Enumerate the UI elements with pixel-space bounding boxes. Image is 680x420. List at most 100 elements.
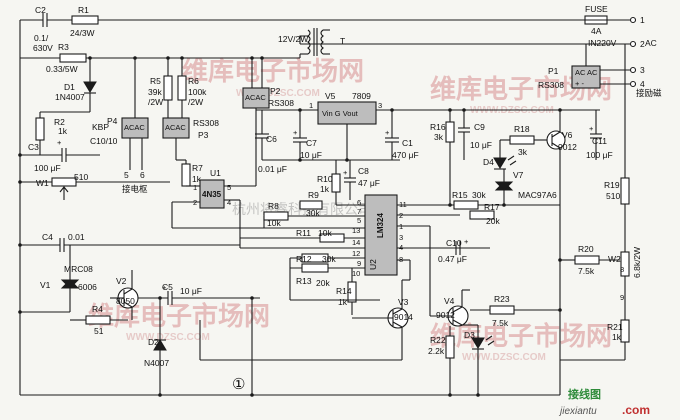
d2-value: N4007 — [144, 358, 169, 368]
v1-label: V1 — [40, 280, 51, 290]
r18-label: R18 — [514, 124, 530, 134]
v1-part-2: 6006 — [78, 282, 97, 292]
r2-resistor — [35, 117, 45, 141]
watermark-url-bottom: WWW.DZSC.COM — [126, 332, 210, 343]
r5-label: R5 — [150, 76, 161, 86]
corner-watermark-com: .com — [622, 403, 650, 417]
svg-text:+: + — [162, 283, 167, 292]
r16-value: 3k — [434, 132, 444, 142]
r3-value: 0.33/5W — [46, 64, 78, 74]
c1-label: C1 — [402, 138, 413, 148]
pin6-label: 6 — [140, 170, 145, 180]
u2-part: LM324 — [376, 213, 385, 238]
u2-pin-5: 5 — [357, 216, 361, 225]
c2-label: C2 — [35, 5, 46, 15]
v6-label: V6 — [562, 130, 573, 140]
r15-value: 30k — [472, 190, 486, 200]
u2-pin-6: 6 — [357, 198, 361, 207]
r2-label: R2 — [54, 117, 65, 127]
c10-value: 0.47 μF — [438, 254, 467, 264]
c7-value: 10 μF — [300, 150, 322, 160]
r22-value: 2.2k — [428, 346, 445, 356]
r9-resistor — [299, 200, 323, 210]
r6-value-2: /2W — [188, 97, 203, 107]
r21-label: R21 — [607, 322, 623, 332]
r20-label: R20 — [578, 244, 594, 254]
c3-plus: + — [57, 138, 62, 147]
r10-resistor — [331, 173, 341, 193]
c4-label: C4 — [42, 232, 53, 242]
r17-value: 20k — [486, 216, 500, 226]
r12-label: R12 — [296, 254, 312, 264]
r15-label: R15 — [452, 190, 468, 200]
r6-value-1: 100k — [188, 87, 207, 97]
w1-potentiometer — [51, 177, 77, 187]
u1-label: U1 — [210, 168, 221, 178]
u2-pin-13: 13 — [352, 226, 360, 235]
v6-part: 9012 — [558, 142, 577, 152]
v3-label: V3 — [398, 297, 409, 307]
r9-label: R9 — [308, 190, 319, 200]
p4-label: P4 — [107, 116, 118, 126]
u2-pin-3: 3 — [399, 233, 403, 242]
transformer-rating: 12V/2W — [278, 34, 308, 44]
v4-part: 9012 — [436, 310, 455, 320]
r22-label: R22 — [430, 335, 446, 345]
c1-value: 470 μF — [392, 150, 419, 160]
v1-part-1: MRC08 — [64, 264, 93, 274]
svg-text:+: + — [385, 128, 390, 137]
svg-text:+: + — [464, 237, 469, 246]
r4-resistor — [85, 315, 111, 325]
r18-value: 3k — [518, 147, 528, 157]
r11-value: 10k — [318, 228, 332, 238]
r1-value: 24/3W — [70, 28, 95, 38]
r10-value: 1k — [320, 184, 330, 194]
c4-value: 0.01 — [68, 232, 85, 242]
d1-value: 1N4007 — [55, 92, 85, 102]
gate-drive-group: C4 0.01 V1 MRC08 6006 R4 51 V2 8050 + C5 — [20, 232, 260, 395]
c11-value: 100 μF — [586, 150, 613, 160]
transformer-label: T — [340, 36, 345, 46]
r9-value: 30k — [306, 208, 320, 218]
c2-value: 0.1/ — [34, 33, 49, 43]
r7-label: R7 — [192, 163, 203, 173]
c8-label: C8 — [358, 166, 369, 176]
r14-label: R14 — [336, 286, 352, 296]
c9-label: C9 — [474, 122, 485, 132]
r12-resistor — [301, 253, 329, 263]
r7-resistor — [181, 163, 191, 187]
fuse-value: 4A — [591, 26, 602, 36]
svg-text:+: + — [589, 124, 594, 133]
u2-pin-14: 14 — [352, 238, 360, 247]
corner-watermark-cn: 接线图 — [568, 387, 601, 401]
r13-resistor — [301, 263, 329, 273]
svg-text:+: + — [343, 168, 348, 177]
watermark-url-top: WWW.DZSC.COM — [236, 88, 320, 99]
regulator-group: Vin G Vout V5 7809 1 3 C6 0.01 μF + C7 1… — [255, 91, 600, 205]
node-marker-1: ① — [232, 375, 245, 393]
svg-text:+ -: + - — [575, 79, 584, 88]
triac-driver-group: R16 3k C9 10 μF R18 3k V6 9012 + C11 100… — [410, 44, 642, 395]
r2-value: 1k — [58, 126, 68, 136]
r12-value: 30k — [322, 254, 336, 264]
bridges-group: ACAC P4 5 6 接电枢 R5 39k /2W R6 100k /2W A… — [107, 58, 294, 195]
c10-label: C10 — [446, 238, 462, 248]
junction-dots — [18, 56, 562, 397]
r3-label: R3 — [58, 42, 69, 52]
r6-label: R6 — [188, 76, 199, 86]
r13-value: 20k — [316, 278, 330, 288]
field-label: 接励磁 — [636, 88, 662, 99]
w1-label: W1 — [36, 178, 49, 188]
d1-label: D1 — [64, 82, 75, 92]
u2-pin-9: 9 — [357, 259, 361, 268]
u1-optocoupler — [199, 179, 225, 209]
p3-label: P3 — [198, 130, 209, 140]
r22-resistor — [445, 335, 455, 359]
r1-label: R1 — [78, 5, 89, 15]
d2-label: D2 — [148, 337, 159, 347]
r11-resistor — [319, 233, 345, 243]
u1-pin-4: 4 — [227, 198, 231, 207]
d4-label: D4 — [483, 157, 494, 167]
armature-label: 接电枢 — [122, 184, 148, 195]
v2-label: V2 — [116, 276, 127, 286]
